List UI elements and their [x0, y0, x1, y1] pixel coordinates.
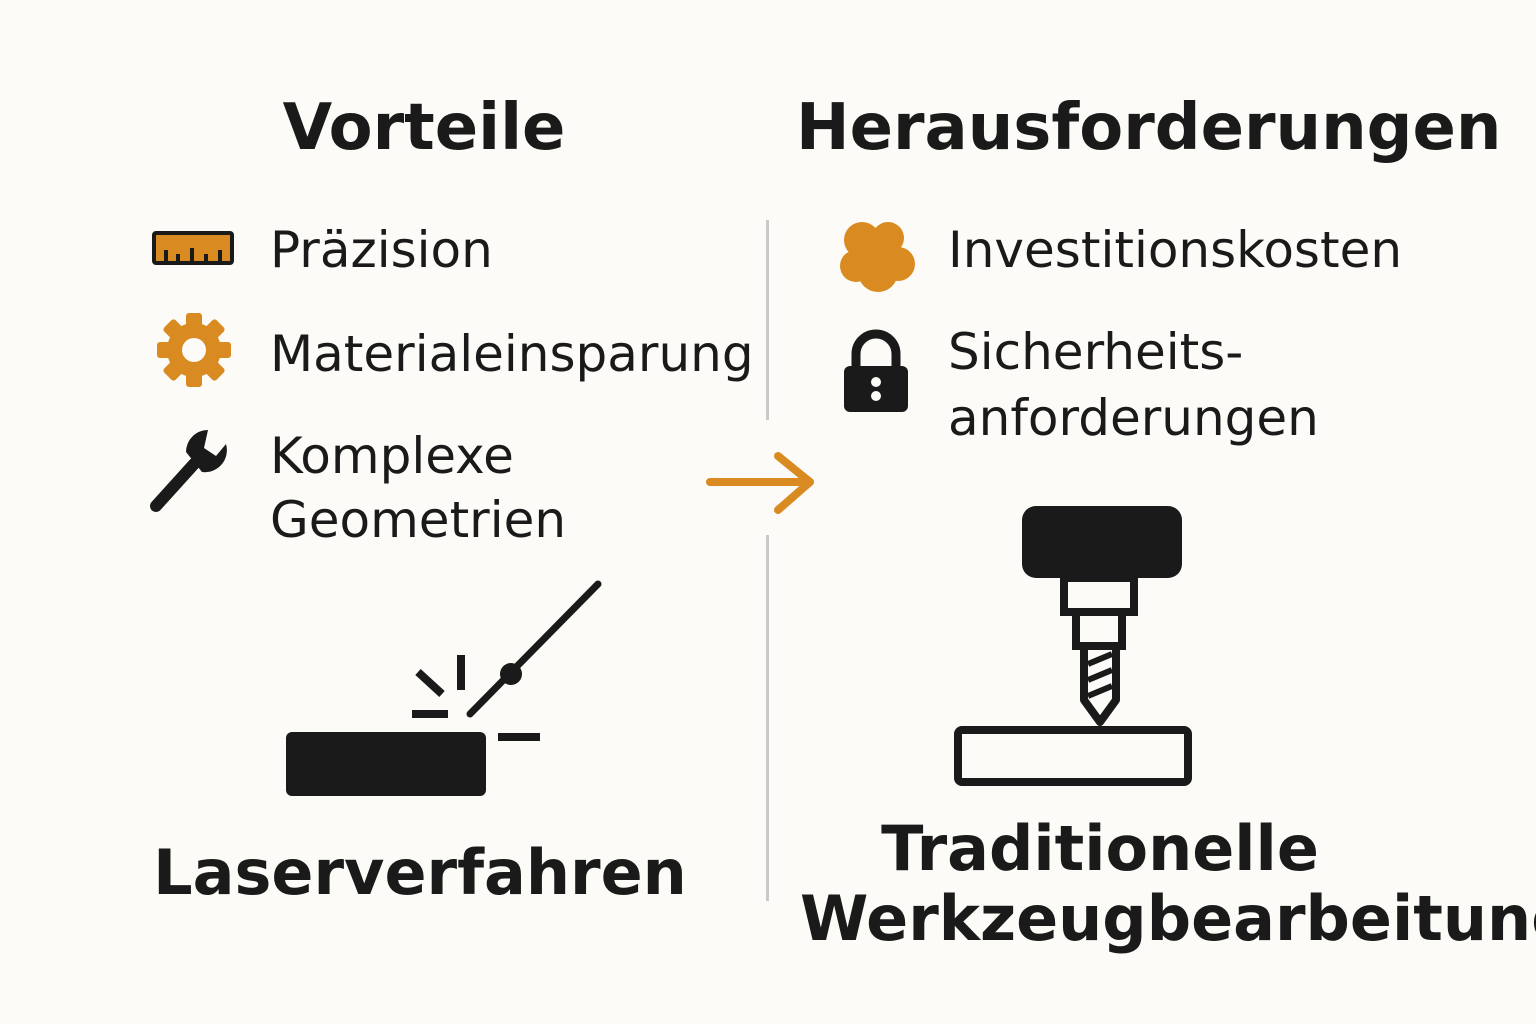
divider-top — [766, 220, 769, 420]
advantage-complex-geometry-line2: Geometrien — [270, 491, 567, 549]
advantage-precision: Präzision — [270, 221, 493, 279]
lock-icon — [844, 329, 908, 412]
milling-machine-icon — [954, 506, 1192, 786]
gear-icon — [157, 313, 231, 387]
ruler-icon — [152, 231, 234, 265]
divider-bottom — [766, 535, 769, 901]
challenge-safety-line1: Sicherheits- — [948, 323, 1244, 381]
advantage-material-saving: Materialeinsparung — [270, 325, 754, 383]
arrow-right-icon — [706, 452, 814, 514]
cost-blob-icon — [840, 222, 915, 292]
laser-caption: Laserverfahren — [153, 836, 687, 909]
wrench-icon — [150, 430, 227, 512]
advantage-complex-geometry-line1: Komplexe — [270, 427, 514, 485]
traditional-caption-line2: Werkzeugbearbeitung — [800, 882, 1536, 955]
challenge-safety-line2: anforderungen — [948, 389, 1319, 447]
laser-cutting-icon — [286, 580, 602, 796]
traditional-caption-line1: Traditionelle — [881, 812, 1319, 885]
challenge-investment-cost: Investitionskosten — [948, 221, 1403, 279]
challenges-heading: Herausforderungen — [796, 91, 1502, 165]
advantages-heading: Vorteile — [282, 91, 566, 165]
